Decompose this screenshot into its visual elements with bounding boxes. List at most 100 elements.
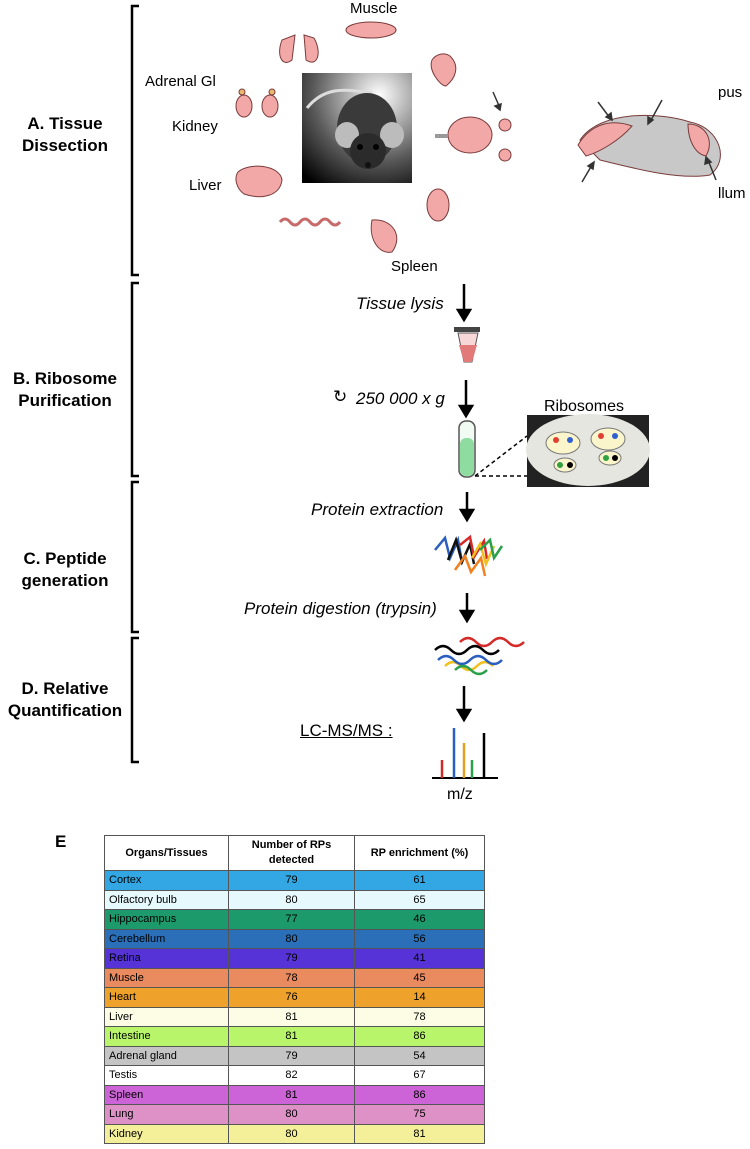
organ-cell: Muscle [104,967,229,988]
organ-sketches [235,21,721,253]
mass-spectrum-icon [432,728,498,779]
step-protein-digestion: Protein digestion (trypsin) [244,599,437,618]
flow-arrows [455,284,476,723]
organ-label-adrenal: Adrenal Gl [145,73,216,90]
enrichment-cell: 56 [354,928,485,949]
enrichment-cell: 86 [354,1084,485,1105]
organ-label-kidney: Kidney [172,118,218,135]
liver-organ [235,165,283,198]
enrichment-cell: 75 [354,1104,485,1125]
enrichment-cell: 67 [354,1065,485,1086]
centrifuge-tube-icon [458,420,528,478]
enrichment-cell: 65 [354,889,485,910]
organ-label-liver: Liver [189,177,222,194]
rps-cell: 79 [228,870,355,891]
table-header-row: Organs/Tissues Number of RPs detected RP… [104,835,485,871]
step-tissue-lysis: Tissue lysis [356,294,444,313]
rps-cell: 80 [228,1104,355,1125]
ribosomes-label: Ribosomes [544,398,625,415]
column-header-enrichment: RP enrichment (%) [354,835,485,871]
peptide-lines-icon [434,636,525,676]
organ-label-spleen: Spleen [391,258,438,275]
enrichment-cell: 41 [354,948,485,969]
organ-cell: Olfactory bulb [104,889,229,910]
rps-cell: 77 [228,909,355,930]
column-header-organs: Organs/Tissues [104,835,229,871]
section-label-a: A. Tissue Dissection [22,114,108,155]
enrichment-cell: 46 [354,909,485,930]
lcms-label: LC-MS/MS : [300,721,393,740]
organ-cell: Cortex [104,870,229,891]
enrichment-cell: 78 [354,1006,485,1027]
organ-cell: Heart [104,987,229,1008]
step-protein-extraction: Protein extraction [311,500,444,519]
organ-cell: Intestine [104,1026,229,1047]
rps-cell: 76 [228,987,355,1008]
column-header-rps: Number of RPs detected [228,835,355,871]
brackets [130,4,139,764]
section-label-d: D. Relative Quantification [7,679,123,720]
organ-cell: Adrenal gland [104,1045,229,1066]
organ-cell: Retina [104,948,229,969]
rp-table: Organs/Tissues Number of RPs detected RP… [104,835,485,1144]
rps-cell: 82 [228,1065,355,1086]
organ-cell: Liver [104,1006,229,1027]
step-centrifuge: 250 000 x g [356,389,445,408]
organ-cell: Lung [104,1104,229,1125]
enrichment-cell: 61 [354,870,485,891]
organ-cell: Hippocampus [104,909,229,930]
ribosome-inset [526,414,650,487]
organ-cell: Spleen [104,1084,229,1105]
organ-label-hippocampus: pus [718,84,743,101]
rps-cell: 79 [228,1045,355,1066]
organ-cell: Cerebellum [104,928,229,949]
organ-cell: Testis [104,1065,229,1086]
rps-cell: 81 [228,1084,355,1105]
section-label-b: B. Ribosome Purification [13,369,117,410]
enrichment-cell: 45 [354,967,485,988]
rps-cell: 81 [228,1026,355,1047]
enrichment-cell: 81 [354,1123,485,1144]
lung-organ [279,34,296,63]
rps-cell: 79 [228,948,355,969]
rps-cell: 80 [228,889,355,910]
rotation-icon: ↻ [333,387,348,406]
rps-cell: 81 [228,1006,355,1027]
rps-cell: 80 [228,1123,355,1144]
organ-cell: Kidney [104,1123,229,1144]
kidney-organ [235,94,253,118]
spleen-organ [370,219,398,253]
mz-label: m/z [447,786,473,803]
enrichment-cell: 86 [354,1026,485,1047]
testis-organ [426,188,450,222]
section-label-c: C. Peptide generation [21,549,109,590]
intestine-organ [278,217,342,227]
process-illustrations [432,327,650,779]
rps-cell: 80 [228,928,355,949]
organ-label-muscle: Muscle [350,0,398,17]
enrichment-cell: 54 [354,1045,485,1066]
enrichment-cell: 14 [354,987,485,1008]
eppendorf-tube-icon [454,327,480,363]
mouse-photo [302,73,412,183]
rps-cell: 78 [228,967,355,988]
heart-organ [430,53,457,87]
section-label-e: E [55,832,67,851]
organ-label-cerebellum: llum [718,185,746,202]
protein-tangle-icon [434,534,504,577]
muscle-organ [345,21,397,39]
